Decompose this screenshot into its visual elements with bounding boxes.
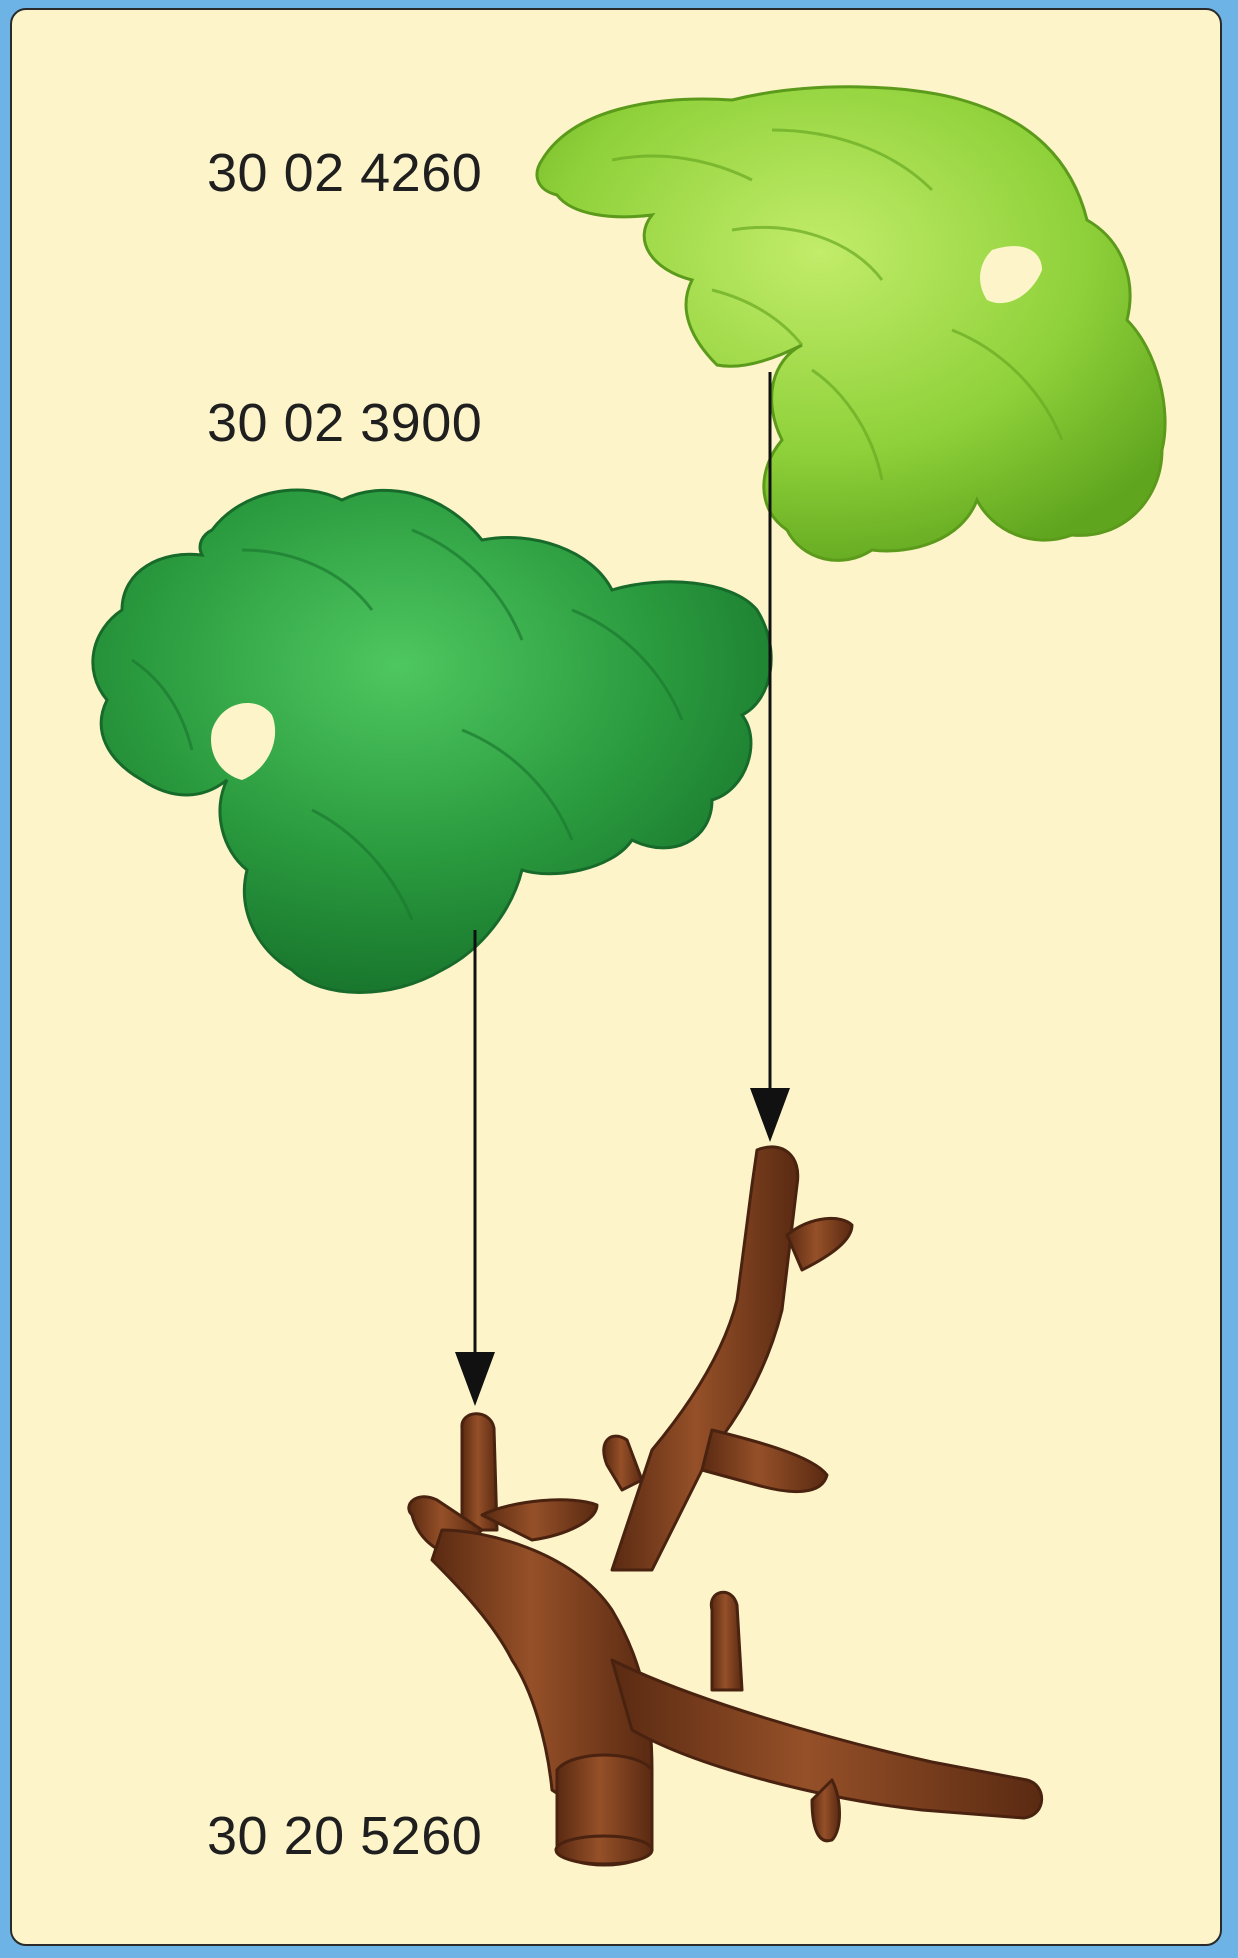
- arrow-to-left-branch: [455, 930, 495, 1406]
- assembly-panel: 30 02 4260 30 02 3900 30 20 5260: [10, 8, 1222, 1946]
- part-number-light-foliage: 30 02 4260: [207, 142, 482, 204]
- trunk-piece: [409, 1147, 1042, 1865]
- part-number-trunk: 30 20 5260: [207, 1805, 482, 1867]
- dark-foliage-piece: [93, 490, 771, 993]
- part-number-dark-foliage: 30 02 3900: [207, 392, 482, 454]
- light-foliage-piece: [537, 87, 1165, 561]
- assembly-illustration: [12, 10, 1222, 1946]
